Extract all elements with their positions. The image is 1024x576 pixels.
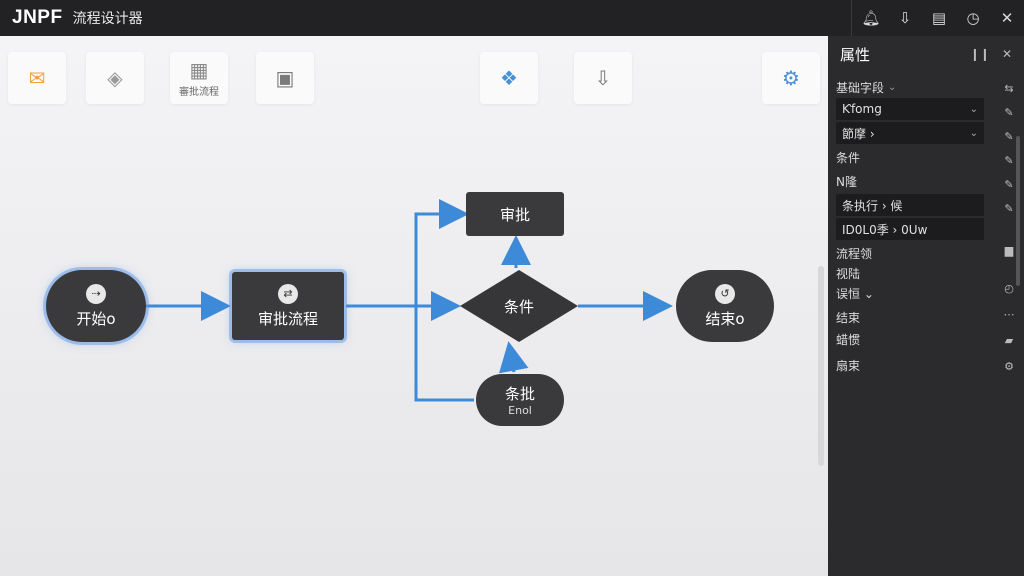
property-label: 结束	[836, 306, 860, 328]
end-node[interactable]: ↺ 结束o	[676, 270, 774, 342]
edge-batch-up	[498, 341, 529, 374]
property-text: N隆	[836, 174, 857, 189]
tool-approval-icon: ▦	[189, 57, 209, 82]
edit-icon[interactable]: ✎	[1004, 178, 1014, 191]
properties-panel: 属性 ❙❙ ✕ 基础字段 ⌄ Ƙfomg ⌄ 節摩 › ⌄ 条件 N隆条执行 › 候 ID0…	[828, 36, 1024, 576]
app-title: 流程设计器	[72, 11, 143, 27]
property-text: 结束	[836, 310, 861, 325]
tool-layers-icon: ◈	[107, 66, 123, 90]
chevron-down-icon: ⌄	[888, 81, 897, 93]
start-node-label: 开始o	[76, 309, 116, 328]
tool-download-icon: ⇩	[594, 66, 612, 90]
property-text: Ƙfomg	[842, 102, 882, 116]
tool-settings-button[interactable]: ⚙	[762, 52, 820, 104]
pin-icon[interactable]: ⇩	[898, 9, 912, 27]
tool-branch-button[interactable]: ❖	[480, 52, 538, 104]
property-field[interactable]: Ƙfomg ⌄	[836, 98, 984, 120]
divider	[851, 0, 852, 36]
bell-icon[interactable]: 🔔︎	[861, 9, 881, 27]
section-label-row: 基础字段 ⌄	[836, 76, 896, 98]
property-label: 流程领	[836, 242, 872, 264]
start-node[interactable]: ⇢ 开始o	[46, 270, 146, 342]
edit-icon[interactable]: ✎	[1004, 154, 1014, 167]
property-label: N隆	[836, 170, 857, 192]
panel-scrollbar[interactable]	[1016, 136, 1020, 286]
property-text: 条执行 › 候	[842, 198, 903, 213]
condition-diamond[interactable]	[460, 270, 578, 342]
approve-node[interactable]: 审批	[466, 192, 564, 236]
property-text: 扇束	[836, 358, 861, 373]
tool-approval-label: 審批流程	[179, 86, 219, 98]
property-text: 误恒 ⌄	[836, 286, 874, 301]
section-label: 基础字段	[836, 80, 885, 95]
swap-icon: ⇄	[278, 283, 298, 304]
history-icon[interactable]: ◴	[1004, 282, 1014, 295]
edge-to-cond-batch	[414, 306, 474, 402]
gear-icon[interactable]: ⚙	[1004, 360, 1014, 373]
chevron-down-icon[interactable]: ⌄	[969, 127, 978, 139]
property-text: ID0L0季 › 0Uw	[842, 222, 928, 237]
edit-icon[interactable]: ✎	[1004, 106, 1014, 119]
edit-icon[interactable]: ✎	[1004, 130, 1014, 143]
property-label: 条件	[836, 146, 860, 168]
tool-layers-button[interactable]: ◈	[86, 52, 144, 104]
canvas-scrollbar[interactable]	[818, 266, 824, 466]
cond-batch-sublabel: Enol	[508, 404, 532, 417]
property-field[interactable]: 条执行 › 候	[836, 194, 984, 216]
comment-icon[interactable]: ▰	[1004, 334, 1014, 347]
tool-start-button[interactable]: ✉	[8, 52, 66, 104]
tool-approval-button[interactable]: ▦ 審批流程	[170, 52, 228, 104]
approve-node-label: 审批	[499, 205, 530, 224]
panel-close-icon[interactable]: ✕	[1001, 47, 1012, 61]
arrow-right-icon: ⇢	[86, 283, 106, 304]
property-label: 误恒 ⌄	[836, 282, 874, 304]
condition-node-label: 条件	[503, 297, 534, 316]
clock-icon[interactable]: ◷	[966, 9, 980, 27]
tool-copy-button[interactable]: ▣	[256, 52, 314, 104]
link-icon[interactable]: ⇆	[1004, 82, 1014, 95]
property-field[interactable]: ID0L0季 › 0Uw	[836, 218, 984, 240]
tool-download-button[interactable]: ⇩	[574, 52, 632, 104]
condition-node[interactable]: 条件	[460, 288, 578, 324]
panel-header: 属性 ❙❙ ✕	[828, 36, 1024, 72]
tool-start-icon: ✉	[28, 66, 46, 90]
connectors	[146, 199, 673, 402]
brand-logo: JNPF	[12, 7, 63, 28]
property-label: 视陆	[836, 262, 860, 284]
approval-flow-label: 审批流程	[257, 309, 318, 328]
chevron-down-icon[interactable]: ⌄	[969, 103, 978, 115]
columns-icon[interactable]: ❙❙	[969, 47, 990, 61]
tool-settings-icon: ⚙	[782, 66, 800, 90]
cond-batch-label: 条批	[504, 385, 535, 403]
cond-batch-node[interactable]: 条批 Enol	[476, 374, 564, 426]
calendar-check-icon[interactable]: ▤	[931, 9, 947, 27]
property-label: 蜡惯	[836, 328, 860, 350]
panel-title: 属性	[840, 45, 871, 64]
refresh-icon: ↺	[715, 283, 735, 304]
approval-flow-node[interactable]: ⇄ 审批流程	[232, 272, 344, 340]
title-bar: JNPF 流程设计器 🔔︎ ⇩ ▤ ◷ ✕	[0, 0, 1024, 36]
property-text: 视陆	[836, 266, 861, 281]
property-text: 流程领	[836, 246, 873, 261]
folder-icon[interactable]: ▆	[1004, 244, 1014, 257]
property-text: 条件	[836, 150, 861, 165]
more-icon[interactable]: ⋯	[1003, 308, 1015, 321]
tool-branch-icon: ❖	[500, 66, 518, 90]
flow-canvas[interactable]: ✉ ◈ ▦ 審批流程 ▣ ❖ ⇩ ⚙ ⇢ 开始o ⇄ 审批流程 审批 条件 条批	[0, 36, 828, 576]
edge-to-approve	[414, 199, 469, 306]
property-text: 蜡惯	[836, 332, 861, 347]
topbar-icons: 🔔︎ ⇩ ▤ ◷ ✕	[851, 0, 1024, 36]
property-text: 節摩 ›	[842, 126, 875, 141]
tool-copy-icon: ▣	[275, 66, 295, 90]
edit-icon[interactable]: ✎	[1004, 202, 1014, 215]
close-icon[interactable]: ✕	[1000, 9, 1014, 27]
property-label: 扇束	[836, 354, 860, 376]
end-node-label: 结束o	[705, 309, 745, 328]
property-field[interactable]: 節摩 › ⌄	[836, 122, 984, 144]
